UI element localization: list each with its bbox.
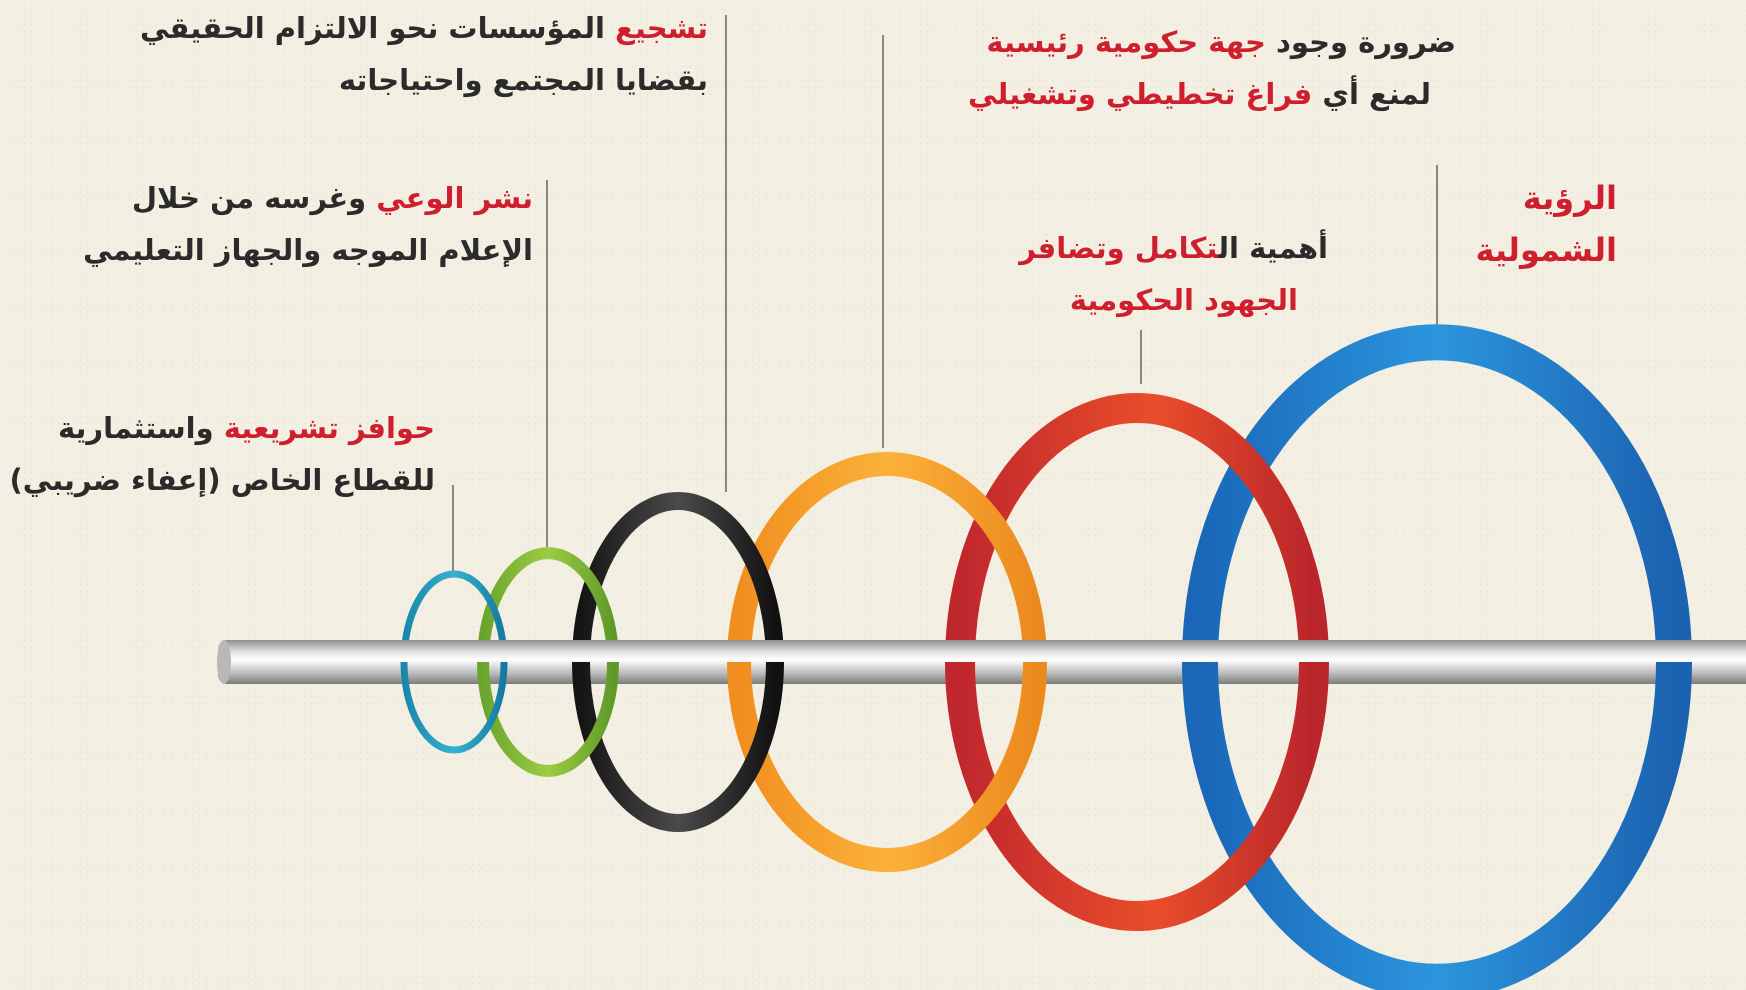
ring-green-back: [477, 547, 619, 663]
label-6-line-1-highlight: حوافز تشريعية: [223, 411, 435, 445]
label-awareness: نشر الوعي وغرسه من خلال الإعلام الموجه و…: [83, 172, 533, 276]
label-4-line-1-highlight: تشجيع: [615, 11, 708, 45]
label-3-line-1-plain: ضرورة وجود: [1265, 25, 1456, 59]
ring-red-front: [945, 661, 1329, 931]
label-3-line-2-plain: لمنع أي: [1312, 77, 1431, 111]
label-4-line-1-plain: المؤسسات نحو الالتزام الحقيقي: [140, 11, 616, 45]
label-6-line-1-plain: واستثمارية: [57, 411, 224, 445]
label-5-line-2: الإعلام الموجه والجهاز التعليمي: [83, 233, 533, 267]
label-1-line-2: الشمولية: [1475, 231, 1617, 269]
ring-blue-back: [1182, 324, 1692, 663]
label-government-body: ضرورة وجود جهة حكومية رئيسية لمنع أي فرا…: [968, 16, 1456, 120]
ring-green-front: [477, 661, 619, 777]
label-3-line-1-highlight: جهة حكومية رئيسية: [986, 25, 1266, 59]
label-5-line-1-plain: وغرسه من خلال: [131, 181, 377, 215]
label-2-line-1-plain: أهمية ال: [1218, 231, 1328, 265]
rod-end-cap: [217, 640, 231, 684]
label-comprehensive-vision: الرؤية الشمولية: [1475, 172, 1617, 276]
label-incentives: حوافز تشريعية واستثمارية للقطاع الخاص (إ…: [10, 402, 435, 506]
ring-red-back: [945, 393, 1329, 663]
label-2-line-1-highlight: تكامل وتضافر: [1019, 231, 1219, 265]
label-6-line-2: للقطاع الخاص (إعفاء ضريبي): [9, 463, 435, 497]
ring-teal-front: [400, 661, 508, 754]
horizontal-rod: [218, 640, 1746, 684]
label-2-line-2: الجهود الحكومية: [1069, 283, 1298, 317]
label-4-line-2: بقضايا المجتمع واحتياجاته: [338, 63, 708, 97]
ring-blue-front: [1182, 661, 1692, 990]
label-integration: أهمية التكامل وتضافر الجهود الحكومية: [1019, 222, 1328, 326]
ring-teal-back: [400, 570, 508, 663]
label-5-line-1-highlight: نشر الوعي: [376, 181, 533, 215]
label-1-line-1: الرؤية: [1522, 179, 1617, 217]
label-encourage-institutions: تشجيع المؤسسات نحو الالتزام الحقيقي بقضا…: [140, 2, 708, 106]
label-3-line-2-highlight: فراغ تخطيطي وتشغيلي: [968, 77, 1313, 111]
